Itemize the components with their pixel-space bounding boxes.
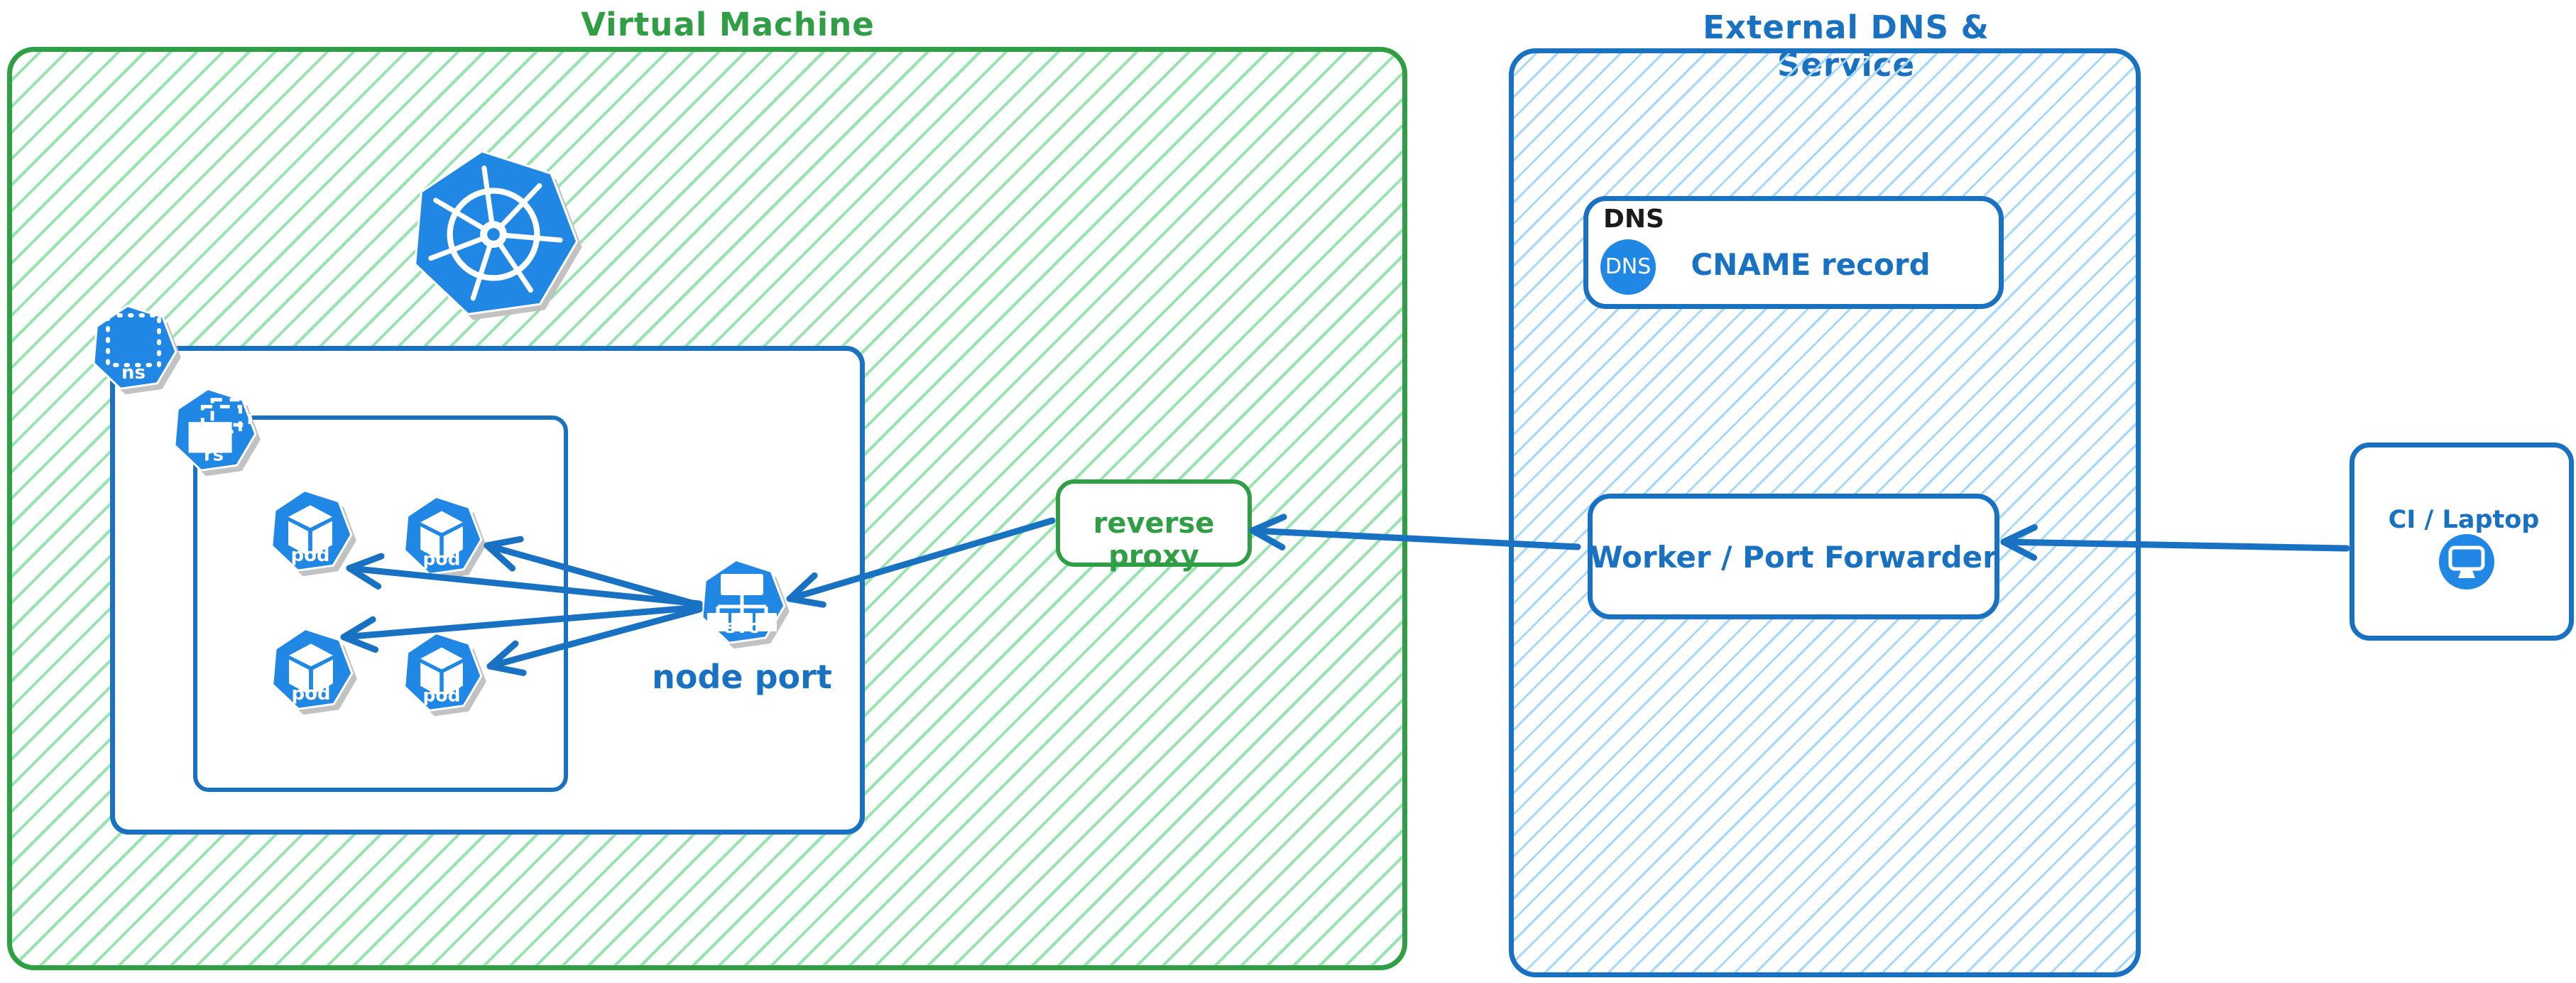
reverse-proxy-label: reverse proxy xyxy=(1093,507,1215,572)
worker-box xyxy=(1588,494,1999,619)
dns-tag-label: DNS xyxy=(1603,205,1664,234)
worker-label: Worker / Port Forwarder xyxy=(1590,540,1997,575)
dns-icon: DNS xyxy=(1600,239,1656,295)
node-port-label: node port xyxy=(652,658,832,696)
dns-record-box xyxy=(1583,196,2004,309)
cname-record-label: CNAME record xyxy=(1691,247,1931,282)
ci-laptop-label: CI / Laptop xyxy=(2388,506,2540,534)
monitor-icon xyxy=(2439,534,2494,590)
virtual-machine-title: Virtual Machine xyxy=(581,6,875,43)
replicaset-box xyxy=(193,416,568,792)
reverse-proxy-box xyxy=(1056,479,1252,567)
